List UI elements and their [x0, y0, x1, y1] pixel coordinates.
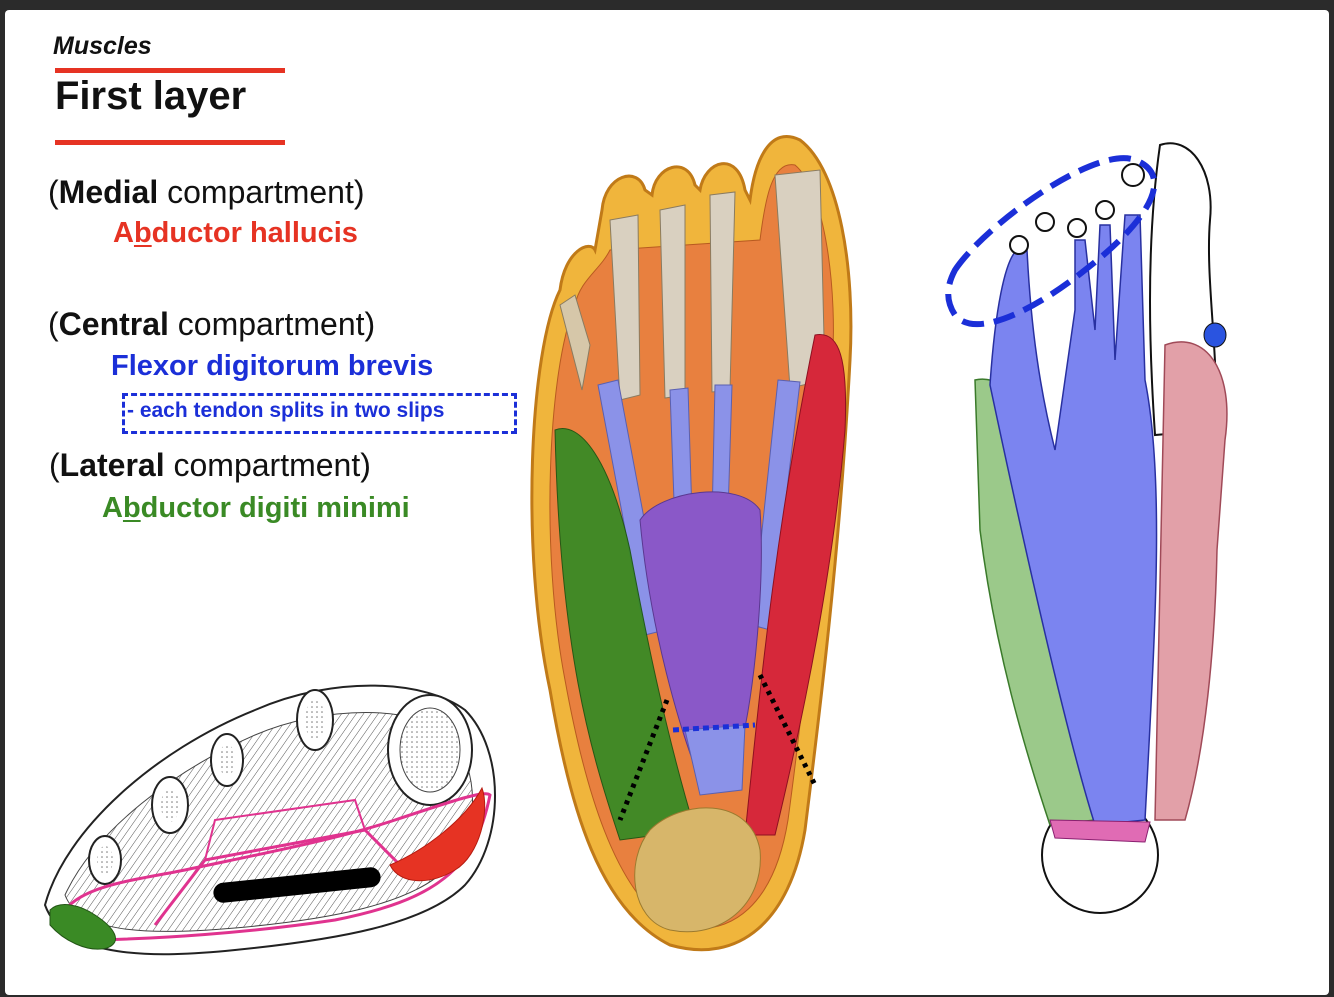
tendon-note-box [122, 393, 517, 434]
medial-compartment-label: (Medial compartment) [48, 174, 365, 210]
plantar-foot-line-drawing [945, 142, 1228, 914]
plantar-foot-dissection [530, 135, 853, 952]
tendon-note-text: - each tendon splits in two slips [127, 399, 445, 422]
title-rule-top [55, 68, 285, 73]
flexor-digitorum-brevis-label: Flexor digitorum brevis [111, 350, 434, 382]
slide-title: First layer [55, 74, 247, 118]
title-rule-bottom [55, 140, 285, 145]
abductor-hallucis-label: Abductor hallucis [113, 217, 358, 249]
abductor-digiti-minimi-label: Abductor digiti minimi [102, 492, 410, 524]
central-compartment-label: (Central compartment) [48, 306, 376, 342]
section-label: Muscles [53, 32, 152, 60]
slide-canvas: Muscles First layer (Medial compartment)… [5, 10, 1329, 995]
lateral-compartment-label: (Lateral compartment) [49, 447, 371, 483]
cross-section-diagram [43, 684, 496, 956]
